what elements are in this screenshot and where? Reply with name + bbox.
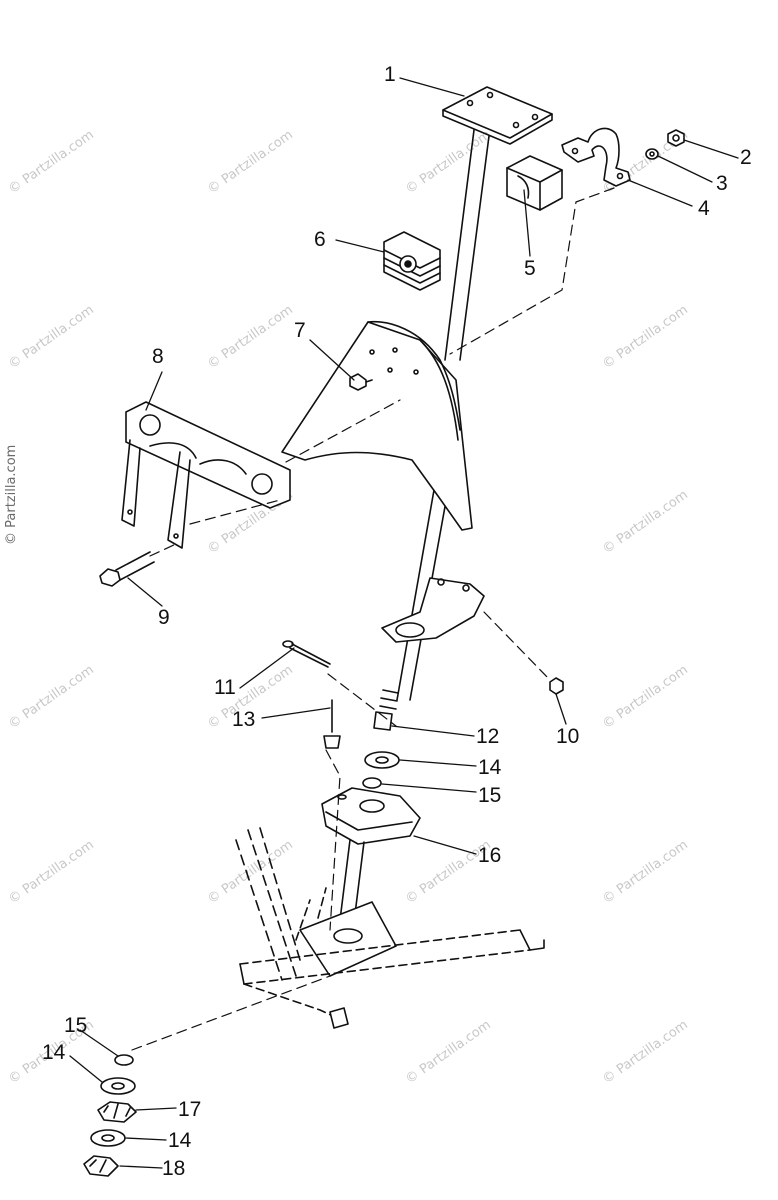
callout-18: 18 — [162, 1157, 186, 1180]
callout-16: 16 — [478, 844, 502, 867]
bushing — [506, 155, 563, 211]
callout-11: 11 — [214, 676, 236, 699]
callout-9: 9 — [158, 606, 170, 629]
callout-1: 1 — [384, 63, 396, 86]
callout-15: 15 — [478, 784, 502, 807]
frame — [235, 827, 545, 1029]
callout-14: 14 — [42, 1041, 66, 1064]
callout-8: 8 — [152, 345, 164, 368]
assembly-lines — [131, 187, 615, 1051]
dash-panel — [281, 320, 473, 531]
callout-12: 12 — [476, 725, 500, 748]
callout-14: 14 — [168, 1129, 192, 1152]
flat-washer — [364, 751, 400, 769]
callout-13: 13 — [232, 708, 256, 731]
clamp — [561, 127, 631, 187]
support-bracket — [381, 577, 485, 643]
pin — [323, 699, 341, 749]
callout-15: 15 — [64, 1014, 88, 1037]
o-ring — [362, 777, 382, 789]
steering-block — [321, 787, 421, 923]
bushing-block — [383, 231, 441, 291]
callout-2: 2 — [740, 146, 752, 169]
callout-4: 4 — [698, 197, 710, 220]
callout-5: 5 — [524, 257, 536, 280]
steering-bracket — [121, 401, 291, 549]
callout-14: 14 — [478, 756, 502, 779]
callout-10: 10 — [556, 725, 580, 748]
callout-6: 6 — [314, 228, 326, 251]
washer — [645, 148, 659, 160]
steering-post — [373, 86, 553, 731]
callout-3: 3 — [716, 172, 728, 195]
callout-7: 7 — [294, 319, 306, 342]
lock-nut — [549, 677, 564, 695]
screw — [349, 373, 373, 391]
leader-lines — [69, 77, 739, 1169]
nut — [667, 129, 685, 147]
cotter-pin — [282, 640, 331, 668]
lower-hardware — [83, 1054, 137, 1177]
callout-17: 17 — [178, 1098, 202, 1121]
bolt — [99, 551, 155, 587]
